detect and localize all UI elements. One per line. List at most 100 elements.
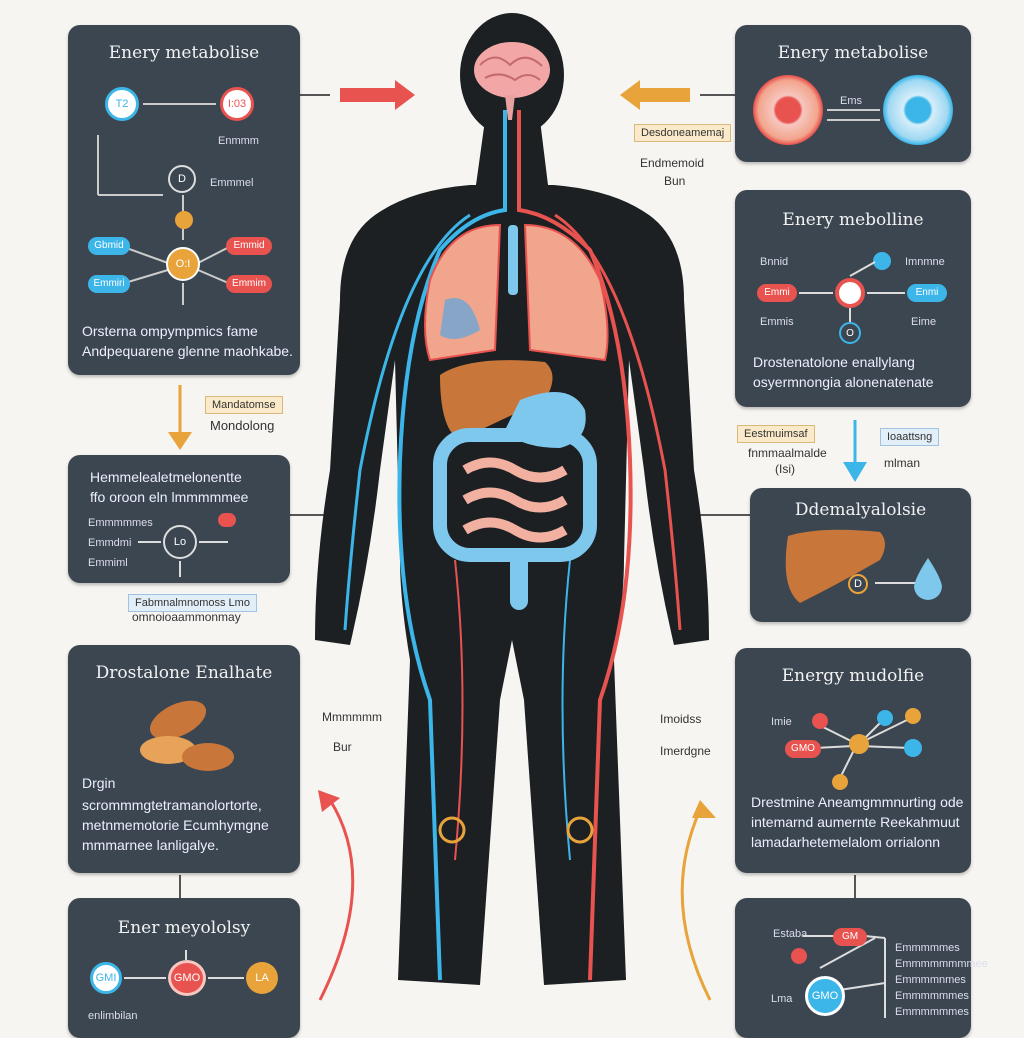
panel-title: Ddemalyalolsie [794,500,927,520]
metabolism-panel-mid-right: Ddemalyalolsie D [750,488,971,622]
panel-text-line-1: Hemmelealetmelonentte [90,469,242,485]
arrow-left-icon [620,80,690,110]
panel-text-line-1: Drestmine Aneamgmmnurting ode [751,794,964,810]
liver-icon [440,360,553,440]
node-center: GMO [168,960,206,996]
metabolism-panel-top-left: Enery metabolise T2 I:03 Enmmm D Emmmel … [68,25,300,375]
panel-title: Drostalone Enalhate [95,663,273,683]
right-label-3: Emmmmnmes [895,974,966,986]
right-label-5: Emmmmmmes [895,1006,969,1018]
label-a: Enmmm [218,135,259,147]
metabolism-panel-bottom-right: Energy mudolfie Imie GMO Drestmine Aneam… [735,648,971,873]
tag-left-1: Mandatomse [205,396,283,414]
node-pill-top: GM [833,928,867,946]
node-small-red [218,513,236,527]
lungs-icon [424,223,609,362]
metabolism-panel-right-2: Enery mebolline Bnnid Imnmne Emmi Enmi E… [735,190,971,407]
panel-title: Enery mebolline [782,210,924,230]
cell-blue-icon [883,75,953,145]
panel-text-line-2: intemarnd aumernte Reekahmuut [751,814,960,830]
panel-text-line-0: Drgin [82,775,116,791]
node-bottom: O [839,322,861,344]
tag-left-2: Fabmnalmnomoss Lmo [128,594,257,612]
mid-left-label-2: Bur [333,740,352,754]
metabolism-panel-bottom-left: Drostalone Enalhate Drgin scrommmgtetram… [68,645,300,873]
node-left: GMI [90,962,122,994]
node-center: O:I [166,247,200,281]
mid-right-label-1: Imoidss [660,712,702,726]
panel-text-line-1: scrommmgtetramanolortorte, [82,797,262,813]
pill-left-1: Gbmid [88,237,130,255]
node-center [835,278,865,308]
arrow-right-icon [340,80,415,110]
panel-title: Enery metabolise [777,43,929,63]
mid-left-label-1: Mmmmmm [322,710,382,724]
node-center: D [848,574,868,594]
label-top-right-2: Endmemoid [640,156,705,170]
label-1: Imie [771,716,792,728]
brain-icon [474,42,550,120]
node-left: T2 [105,87,139,121]
molecule-diagram [812,708,922,790]
right-label-4: Emmmmmmes [895,990,969,1002]
panel-text-line-2: metnmemotorie Ecumhymgne [82,817,269,833]
label-right-2: mlman [884,456,921,470]
node-blue-top [873,252,891,270]
panel-title: Energy mudolfie [781,666,925,686]
node-center: Lo [163,525,197,559]
node-right: LA [246,962,278,994]
arrow-down-icon [843,462,867,482]
panel-title: Ener meyololsy [117,918,251,938]
panel-text-line-2: ffo oroon eln lmmmmmee [90,489,249,505]
metabolism-panel-bottom-left-2: Ener meyololsy GMI GMO LA enlimbilan [68,898,300,1038]
label-left-2: omnoioaammonmay [132,610,241,624]
tag-top-right: Desdoneamemaj [634,124,732,142]
liver-icon [785,529,885,603]
label-4: Eime [911,316,937,328]
blood-vessels [343,110,682,981]
label-3: Emmiml [88,557,128,569]
pill-right-2: Emmim [226,275,272,293]
right-label-1: Emmmmmes [895,942,960,954]
mid-label: Ems [840,95,862,107]
label-2: Emmdmi [88,537,132,549]
label-right-1: fnmmaalmalde [748,446,827,460]
panel-text: enlimbilan [88,1010,138,1022]
panel-text-line-2: Andpequarene glenne maohkabe. [82,343,293,359]
node-right: I:03 [220,87,254,121]
node-center: GMO [805,976,845,1016]
cell-red-icon [753,75,823,145]
metabolism-panel-mid-left: Hemmelealetmelonentte ffo oroon eln lmmm… [68,455,290,583]
label-c: Emmmel [210,177,254,189]
pill-right: Enmi [907,284,947,302]
label-right-1b: (Isi) [775,462,795,476]
node-red-small [791,948,807,964]
intestines-icon [433,428,597,610]
node-d: D [168,165,196,193]
label-2: Imnmne [905,256,945,268]
panel-text-line-1: Drostenatolone enallylang [753,354,915,370]
tag-right-2: Ioaattsng [880,428,940,446]
panel-text-line-2: osyermnongia alonenatenate [753,374,934,390]
label-2: Lma [771,993,793,1005]
label-3: Emmis [760,316,794,328]
panel-text-line-3: mmmarnee lanligalye. [82,837,219,853]
pill-left: Emmi [757,284,797,302]
label-1: Emmmmmes [88,517,153,529]
tablets-icon [140,700,234,771]
node-small [175,211,193,229]
label-1: Estaba [773,928,808,940]
label-top-right-3: Bun [664,174,686,188]
knee-joint-icons [438,816,594,844]
pill-left-2: Emmiri [88,275,130,293]
droplet-icon [914,558,942,600]
metabolism-panel-top-right: Enery metabolise Ems [735,25,971,162]
mid-right-label-2: Imerdgne [660,744,711,758]
tag-right-1: Eestmuimsaf [737,425,815,443]
arrow-down-icon [168,432,192,450]
panel-text-line-1: Orsterna ompympmics fame [82,323,258,339]
metabolism-panel-bottom-right-2: Estaba Lma GM GMO Emmmmmes Emmmmmmmmee E… [735,898,988,1038]
panel-title: Enery metabolise [108,43,260,63]
